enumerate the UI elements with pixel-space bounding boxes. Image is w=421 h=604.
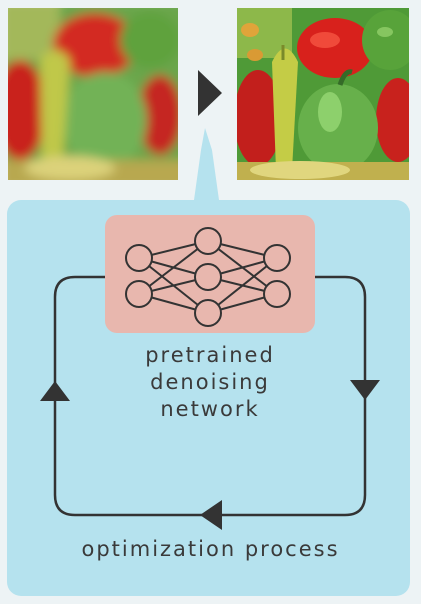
sharp-output-image (237, 8, 409, 180)
arrow-down-icon (350, 380, 380, 400)
optimization-process-label: optimization process (81, 537, 340, 561)
neural-network-icon (125, 227, 291, 327)
network-label-line1: pretrained (145, 343, 275, 367)
play-triangle-icon (198, 70, 222, 116)
network-label-line2: denoising (150, 370, 270, 394)
arrow-up-icon (40, 381, 70, 401)
callout-connector (194, 128, 219, 200)
network-label: pretrained denoising network (105, 342, 315, 423)
blurry-input-image (8, 8, 178, 180)
arrow-left-icon (200, 500, 222, 530)
network-label-line3: network (160, 397, 260, 421)
